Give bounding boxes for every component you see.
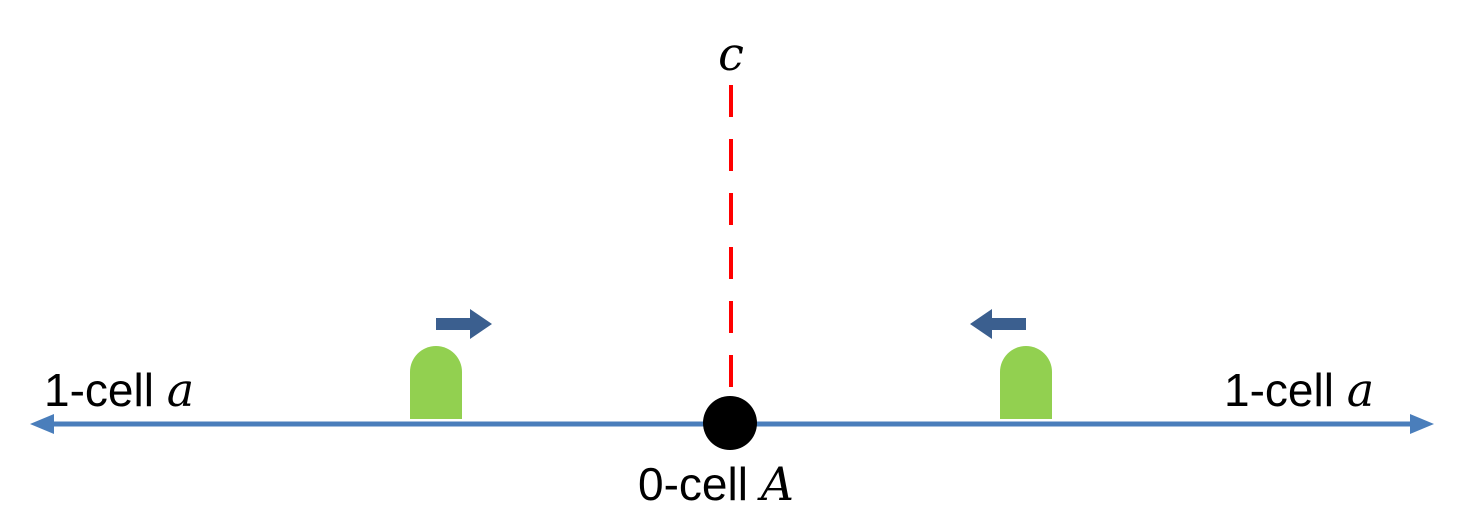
label-1-cell-right: 1-cell a — [1224, 363, 1374, 417]
label-0-cell-var: A — [757, 457, 794, 511]
label-0-cell-prefix: 0-cell — [638, 458, 761, 510]
right-bump — [1000, 346, 1052, 419]
label-1-cell-left-var: a — [167, 363, 194, 417]
left-arrowhead-icon — [30, 414, 54, 434]
vertex-0-cell — [703, 396, 757, 450]
label-c: c — [718, 27, 744, 81]
label-1-cell-right-prefix: 1-cell — [1224, 364, 1347, 416]
label-0-cell: 0-cell A — [638, 457, 794, 511]
left-bump — [410, 346, 462, 419]
label-1-cell-left: 1-cell a — [44, 363, 194, 417]
right-pointing-arrow-icon — [436, 309, 492, 339]
label-1-cell-left-prefix: 1-cell — [44, 364, 167, 416]
left-pointing-arrow-icon — [970, 309, 1026, 339]
right-arrowhead-icon — [1410, 414, 1434, 434]
label-1-cell-right-var: a — [1347, 363, 1374, 417]
